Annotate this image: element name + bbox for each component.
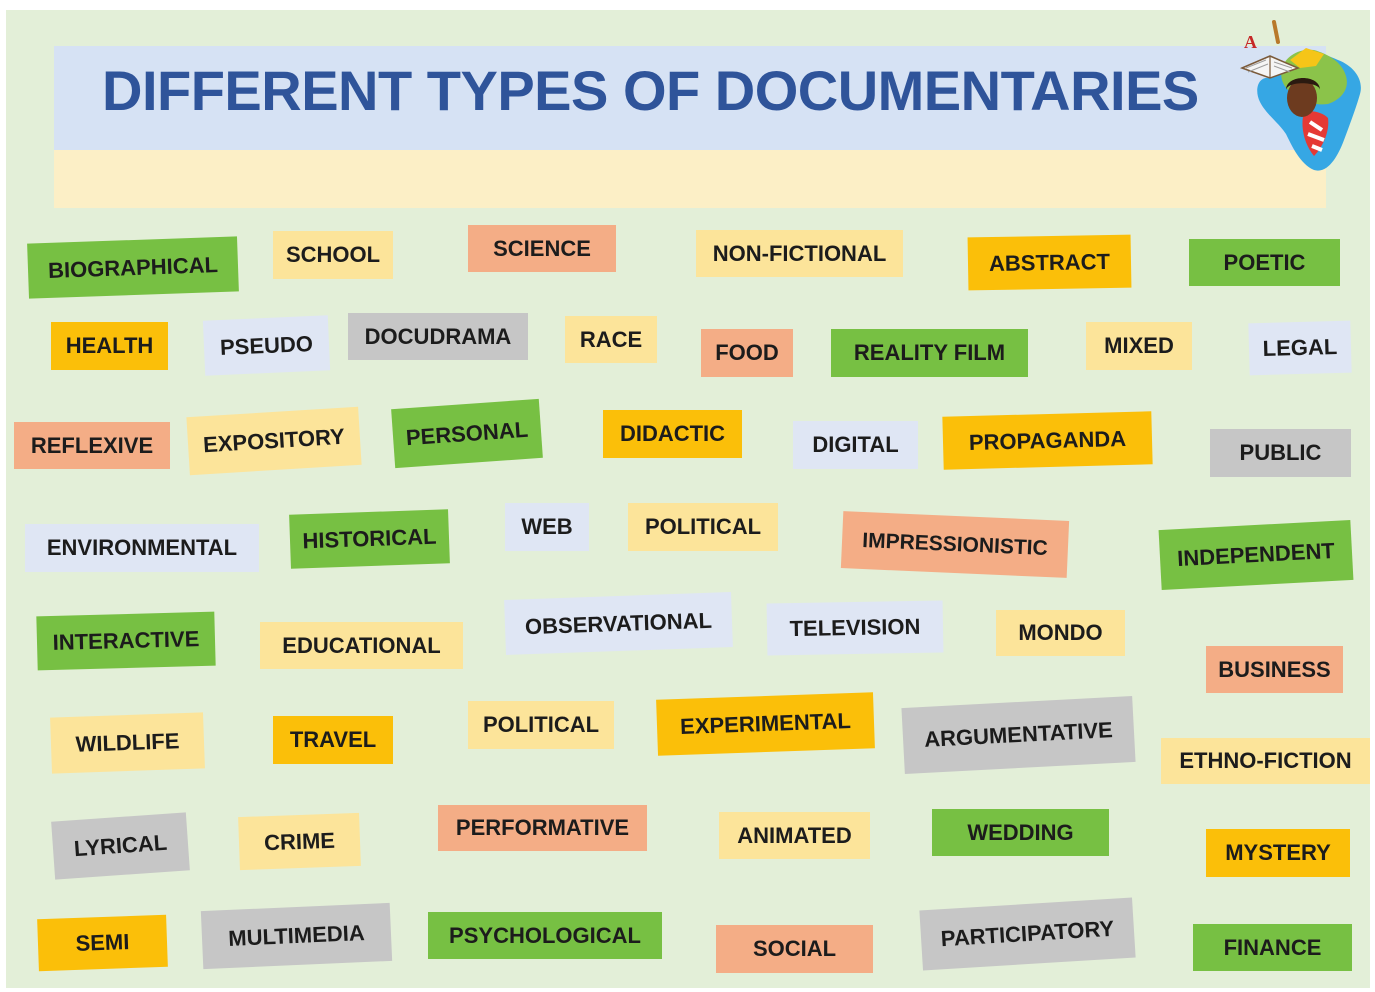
documentary-type-tag[interactable]: TELEVISION (766, 600, 944, 656)
documentary-type-tag[interactable]: ARGUMENTATIVE (901, 696, 1136, 774)
documentary-type-tag[interactable]: SCIENCE (468, 225, 616, 272)
documentary-type-tag[interactable]: PSYCHOLOGICAL (428, 912, 662, 959)
svg-text:A: A (1244, 32, 1257, 52)
documentary-type-tag[interactable]: MONDO (996, 610, 1125, 656)
documentary-type-tag[interactable]: WILDLIFE (50, 712, 205, 774)
lower-band (54, 150, 1326, 208)
documentary-type-tag[interactable]: DOCUDRAMA (348, 313, 528, 360)
documentary-type-tag[interactable]: REALITY FILM (831, 329, 1028, 377)
documentary-type-tag[interactable]: POETIC (1189, 239, 1340, 286)
documentary-type-tag[interactable]: PUBLIC (1210, 429, 1351, 477)
documentary-type-tag[interactable]: PERSONAL (391, 398, 543, 469)
documentary-type-tag[interactable]: IMPRESSIONISTIC (840, 511, 1070, 578)
documentary-type-tag[interactable]: BIOGRAPHICAL (27, 236, 239, 299)
documentary-type-tag[interactable]: POLITICAL (628, 503, 778, 551)
documentary-type-tag[interactable]: DIDACTIC (603, 410, 742, 458)
documentary-type-tag[interactable]: INTERACTIVE (36, 611, 216, 671)
documentary-type-tag[interactable]: WEB (505, 503, 589, 551)
documentary-type-tag[interactable]: CRIME (238, 812, 361, 871)
title-band (54, 46, 1326, 150)
documentary-type-tag[interactable]: DIGITAL (793, 421, 918, 469)
documentary-type-tag[interactable]: SEMI (37, 914, 168, 972)
documentary-type-tag[interactable]: FINANCE (1193, 924, 1352, 971)
documentary-type-tag[interactable]: MIXED (1086, 322, 1192, 370)
documentary-type-tag[interactable]: OBSERVATIONAL (504, 592, 733, 655)
documentary-type-tag[interactable]: EXPERIMENTAL (656, 692, 875, 756)
documentary-type-tag[interactable]: SCHOOL (273, 231, 393, 279)
documentary-type-tag[interactable]: TRAVEL (273, 716, 393, 764)
documentary-type-tag[interactable]: LEGAL (1248, 320, 1352, 376)
documentary-type-tag[interactable]: PROPAGANDA (942, 411, 1153, 470)
documentary-type-tag[interactable]: WEDDING (932, 809, 1109, 856)
page-title: DIFFERENT TYPES OF DOCUMENTARIES (102, 59, 1199, 122)
documentary-type-tag[interactable]: MULTIMEDIA (200, 902, 393, 970)
documentary-type-tag[interactable]: PERFORMATIVE (438, 805, 647, 851)
documentary-type-tag[interactable]: ENVIRONMENTAL (25, 524, 259, 572)
documentary-type-tag[interactable]: MYSTERY (1206, 829, 1350, 877)
documentary-type-tag[interactable]: HEALTH (51, 322, 168, 370)
documentary-type-tag[interactable]: REFLEXIVE (14, 422, 170, 469)
documentary-type-tag[interactable]: SOCIAL (716, 925, 873, 973)
documentary-type-tag[interactable]: PSEUDO (202, 315, 331, 376)
documentary-type-tag[interactable]: RACE (565, 316, 657, 363)
documentary-type-tag[interactable]: NON-FICTIONAL (696, 230, 903, 277)
documentary-type-tag[interactable]: INDEPENDENT (1158, 520, 1354, 590)
documentary-type-tag[interactable]: ANIMATED (719, 812, 870, 859)
documentary-type-tag[interactable]: BUSINESS (1206, 646, 1343, 693)
documentary-type-tag[interactable]: FOOD (701, 329, 793, 377)
africa-map-reading-woman-icon: A (1239, 20, 1361, 171)
documentary-type-tag[interactable]: ABSTRACT (967, 234, 1132, 291)
documentary-type-tag[interactable]: EXPOSITORY (186, 406, 362, 476)
documentary-type-tag[interactable]: ETHNO-FICTION (1161, 738, 1370, 784)
documentary-type-tag[interactable]: EDUCATIONAL (260, 622, 463, 669)
documentary-type-tag[interactable]: POLITICAL (468, 701, 614, 749)
documentary-type-tag[interactable]: LYRICAL (51, 812, 190, 880)
documentary-type-tag[interactable]: HISTORICAL (289, 509, 450, 569)
